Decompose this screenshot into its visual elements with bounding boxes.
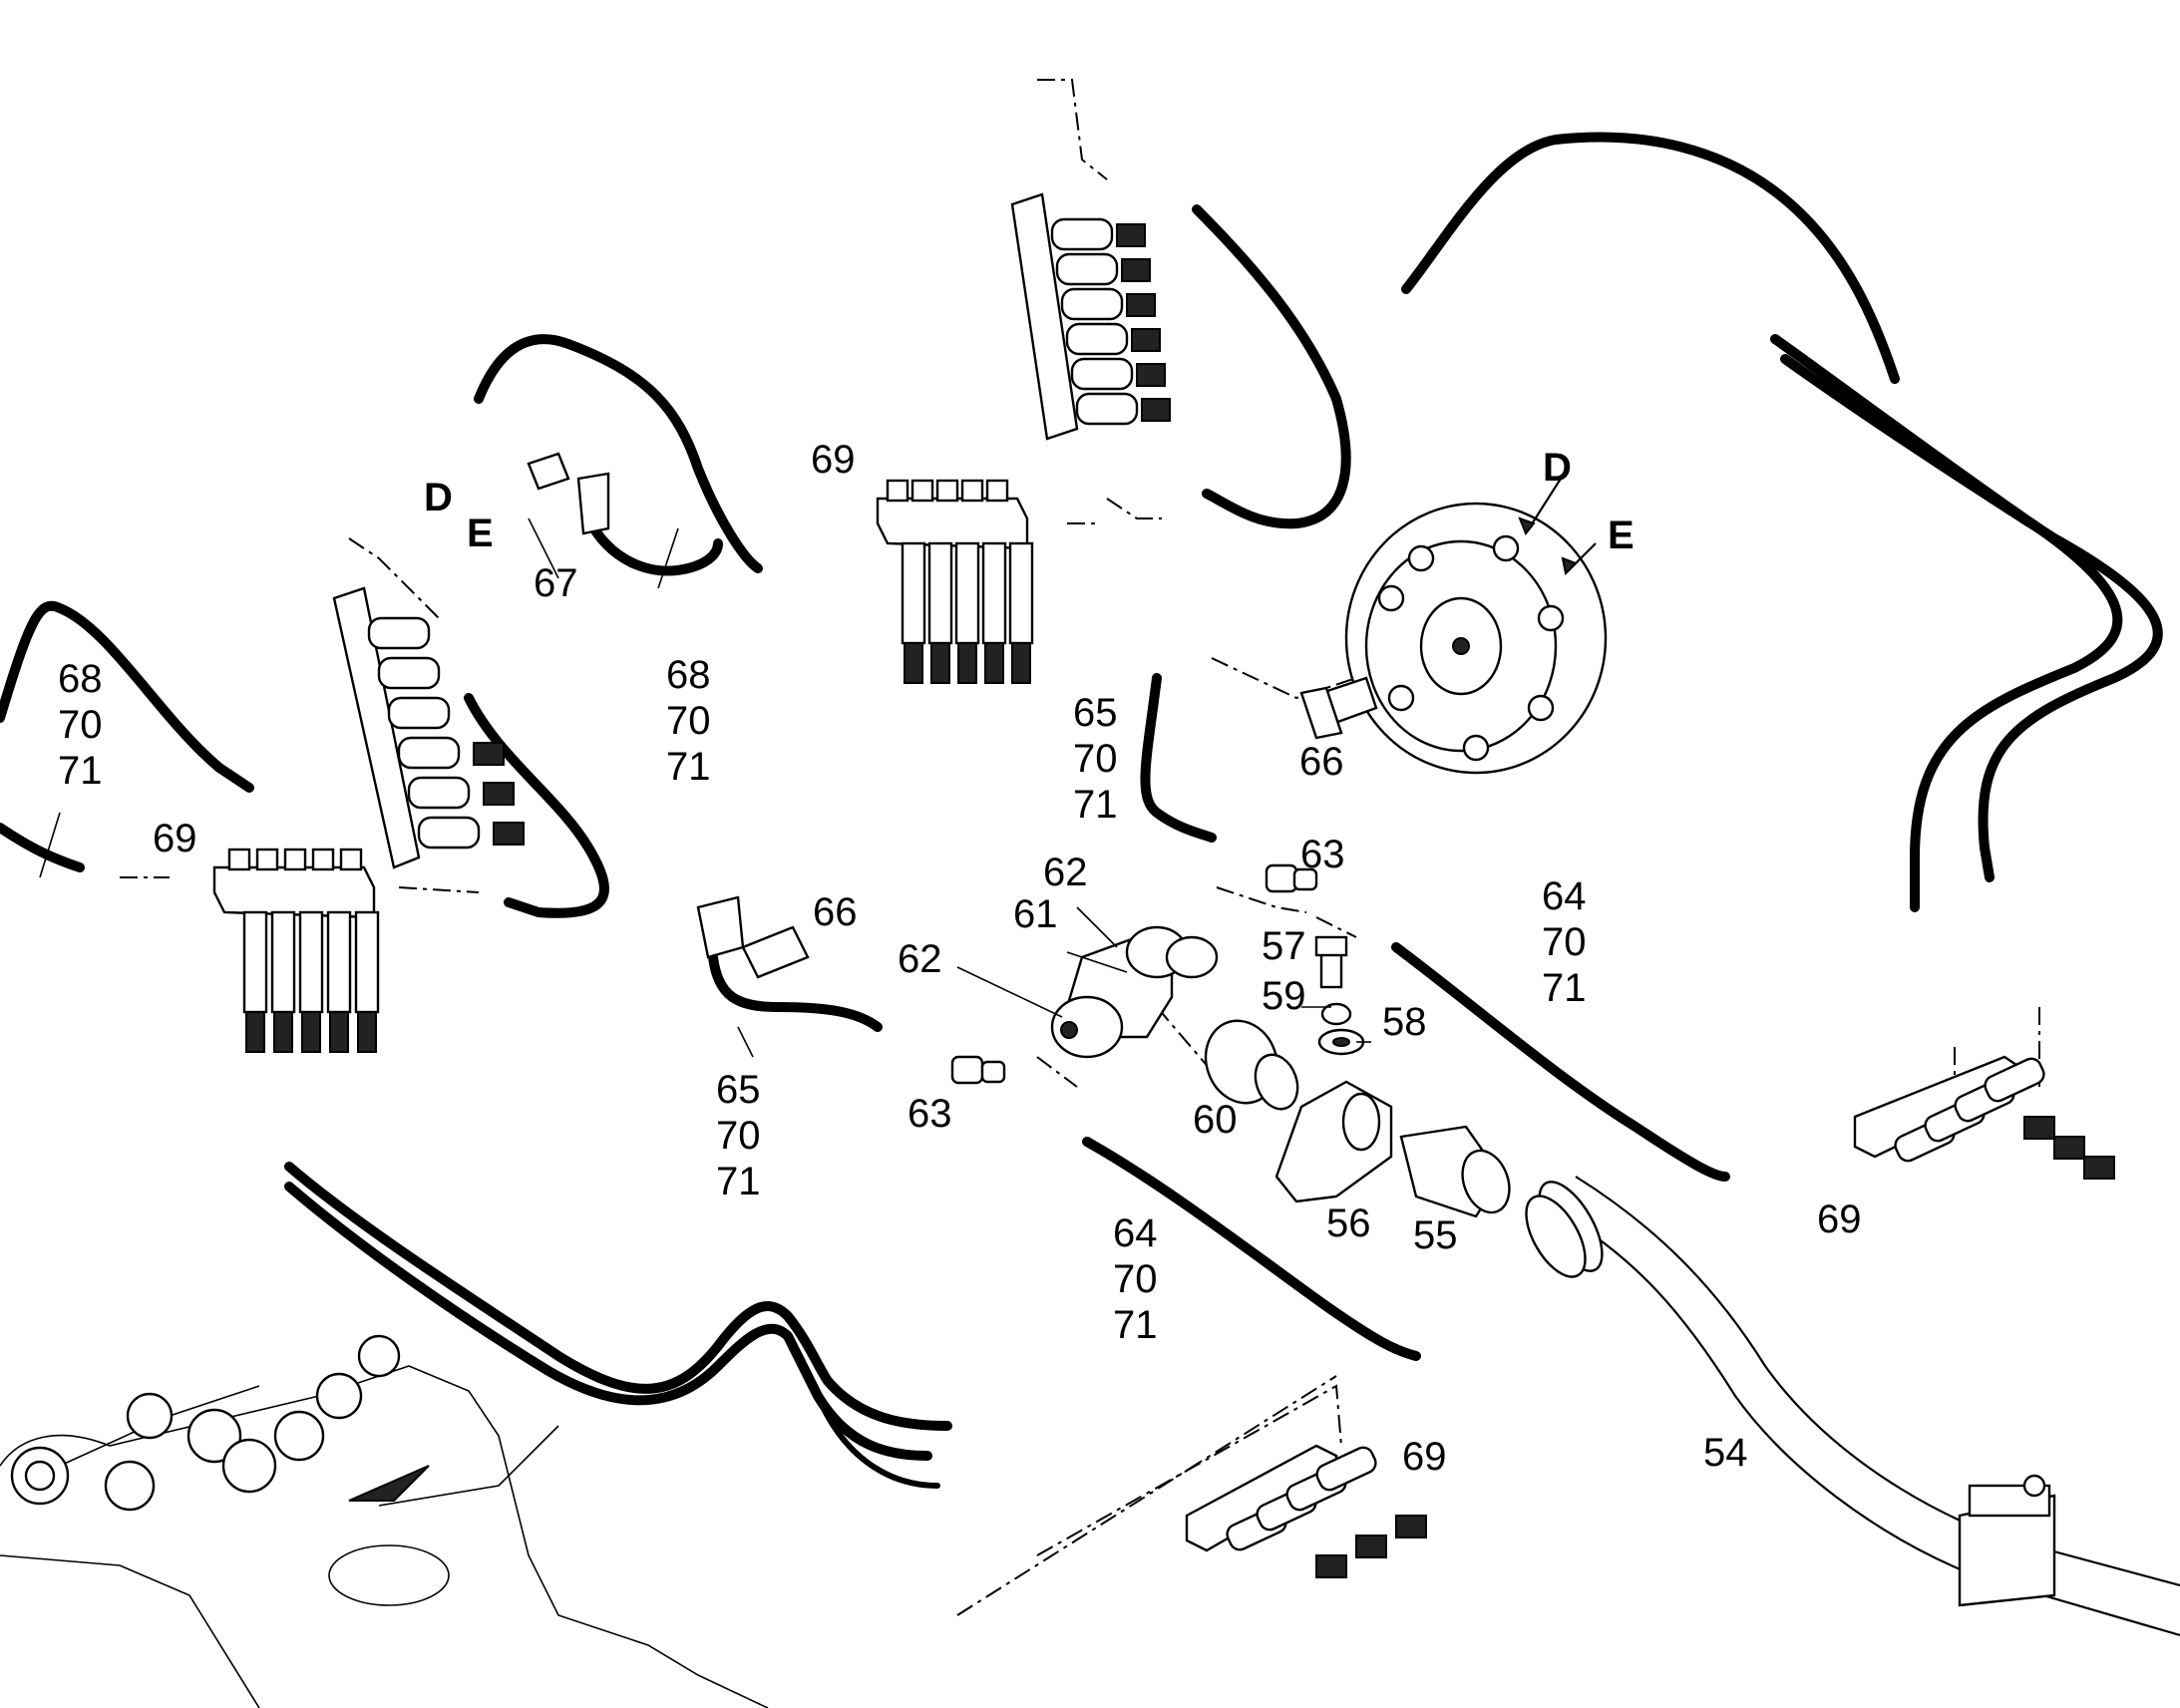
center-fittings [527,452,1511,1218]
callout-71-68-middle: 71 [666,745,711,789]
shaft-54 [1525,1176,2180,1637]
callout-70-64-upper: 70 [1542,920,1587,964]
callout-65-upper: 65 [1073,691,1118,735]
hose-68-left-lower [0,823,85,872]
callout-69-left: 69 [153,817,197,860]
callout-70-65-lower: 70 [716,1114,761,1158]
assembly-line [1106,498,1162,519]
callout-68-left: 68 [58,657,103,701]
hose-top-manifold [1192,204,1351,529]
hose-64-upper [1391,942,1730,1182]
hose-bottom-long-b [284,1182,932,1461]
view-arrows [1518,478,1597,576]
callout-71-64-lower: 71 [1113,1303,1158,1347]
assembly-lines [120,79,2040,1616]
boom-arm [0,1334,769,1708]
callout-55: 55 [1413,1213,1458,1257]
view-marker-e-left: E [467,512,494,555]
distribution-block-bottom [1185,1444,1427,1578]
assembly-line [1036,1056,1078,1088]
hose-68-middle [474,334,763,573]
callout-70-65-upper: 70 [1073,737,1118,781]
callout-71-65-upper: 71 [1073,783,1118,827]
hose-bottom-long-c [815,1393,940,1489]
hose-68-left [0,600,254,793]
callout-71-65-lower: 71 [716,1160,761,1203]
hose-65-upper [1140,673,1217,843]
callout-62-left: 62 [898,937,942,981]
callout-56: 56 [1326,1201,1371,1245]
hose-65-lower [708,952,883,1032]
callout-60: 60 [1193,1098,1238,1142]
assembly-line [1315,916,1357,938]
callout-70-68-left: 70 [58,703,103,747]
distribution-block-right [1853,1055,2115,1180]
callout-70-64-lower: 70 [1113,1257,1158,1301]
callout-59: 59 [1262,974,1306,1018]
leader-lines [39,517,1371,1058]
view-marker-d-right: D [1543,446,1572,490]
callout-64-upper: 64 [1542,874,1587,918]
hose-top-right [1401,132,1900,384]
callout-63-lower: 63 [908,1092,952,1136]
hose-68-middle-lower [583,513,723,576]
callout-71-64-upper: 71 [1542,966,1587,1010]
flange-disc [1344,502,1608,775]
distribution-block-left-lower [212,848,380,1053]
assembly-line [1036,1384,1342,1556]
assembly-line [348,537,440,619]
hose-64-lower [1082,1137,1421,1361]
callouts: 54 55 56 57 58 59 60 61 62 62 63 63 64 7… [58,438,1862,1479]
callout-69-right: 69 [1817,1197,1862,1241]
hose-right-pair-b [1780,354,2163,882]
assembly-line [956,1375,1337,1616]
callout-65-lower: 65 [716,1068,761,1112]
view-marker-e-right: E [1608,513,1635,557]
callout-61: 61 [1013,892,1058,936]
callout-54: 54 [1703,1431,1748,1475]
assembly-line [1211,657,1357,700]
assembly-line [1037,79,1108,180]
hose-bottom-long-a [284,1162,952,1431]
distribution-block-middle [876,479,1034,684]
callout-70-68-middle: 70 [666,699,711,743]
callout-68-middle: 68 [666,653,711,697]
callout-69-top: 69 [811,438,856,482]
hoses [0,132,2163,1489]
callout-71-68-left: 71 [58,749,103,793]
callout-66-upper: 66 [1299,740,1344,784]
callout-67: 67 [534,561,578,605]
hose-right-pair-a [1770,334,2123,912]
distribution-block-top [1010,192,1171,441]
callout-63-upper: 63 [1300,833,1345,876]
callout-58: 58 [1382,1000,1427,1044]
callout-66-left: 66 [813,890,858,934]
callout-69-bottom: 69 [1402,1435,1447,1479]
callout-64-lower: 64 [1113,1211,1158,1255]
assembly-line [1216,886,1307,913]
callout-57: 57 [1262,924,1306,968]
view-marker-d-left: D [424,476,453,519]
assembly-line [398,886,480,893]
callout-62-upper: 62 [1043,851,1088,894]
distribution-block-left-tall [332,586,525,869]
